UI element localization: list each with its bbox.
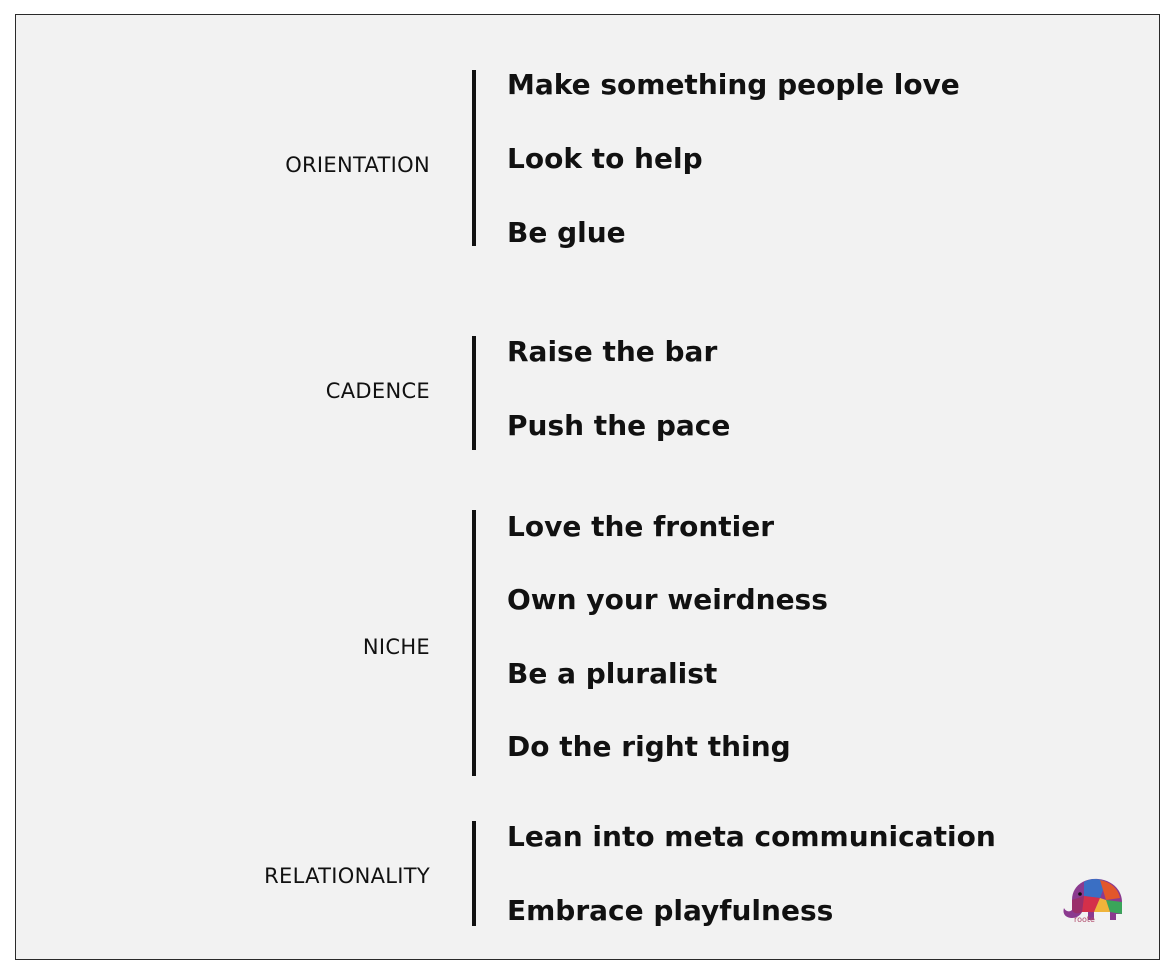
category-label: ORIENTATION: [285, 153, 430, 177]
group-divider-bar: [472, 821, 476, 926]
principle-item: Do the right thing: [507, 730, 791, 763]
principle-item: Lean into meta communication: [507, 820, 996, 853]
group-divider-bar: [472, 510, 476, 776]
slide-frame: ORIENTATION Make something people love L…: [15, 14, 1160, 960]
principle-item: Own your weirdness: [507, 583, 828, 616]
logo-wordmark: roote: [1074, 915, 1095, 924]
principle-item: Raise the bar: [507, 335, 718, 368]
principle-item: Embrace playfulness: [507, 894, 834, 927]
principle-item: Look to help: [507, 142, 703, 175]
principle-item: Push the pace: [507, 409, 731, 442]
category-label: CADENCE: [325, 379, 430, 403]
category-label: RELATIONALITY: [264, 864, 430, 888]
group-divider-bar: [472, 70, 476, 246]
principle-item: Be a pluralist: [507, 657, 718, 690]
group-divider-bar: [472, 336, 476, 450]
category-label: NICHE: [362, 635, 430, 659]
principle-item: Love the frontier: [507, 510, 775, 543]
principle-item: Make something people love: [507, 68, 960, 101]
principle-item: Be glue: [507, 216, 626, 249]
elephant-logo-icon: [1063, 878, 1122, 920]
